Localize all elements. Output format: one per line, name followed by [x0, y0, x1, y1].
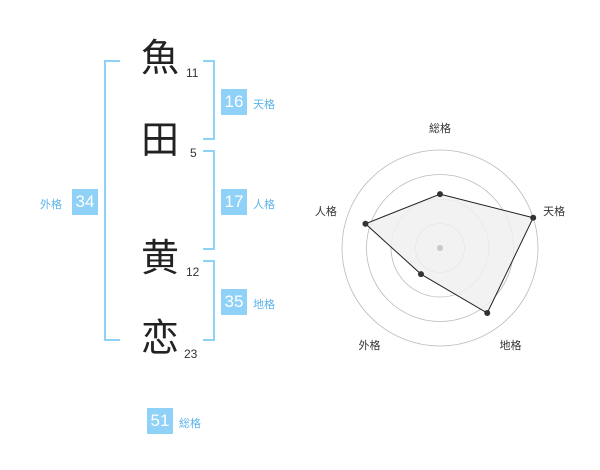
- chikaku-label: 地格: [253, 298, 275, 311]
- radar-axis-label: 天格: [543, 204, 565, 218]
- radar-axis-label: 外格: [358, 338, 380, 352]
- gaikaku-value: 34: [72, 189, 98, 215]
- radar-point-3: [484, 310, 491, 317]
- radar-point-2: [530, 214, 537, 221]
- gaikaku-label: 外格: [40, 198, 62, 211]
- stroke-count-2: 5: [190, 146, 197, 160]
- name-char-2: 田: [141, 118, 180, 162]
- radar-axis-label: 人格: [315, 204, 337, 218]
- tenkaku-value: 16: [221, 89, 247, 115]
- radar-axis-label: 総格: [429, 121, 451, 135]
- gaikaku-bracket: [104, 60, 120, 341]
- name-char-4: 恋: [141, 316, 180, 360]
- radar-point-5: [362, 220, 369, 227]
- name-char-3: 黄: [141, 236, 180, 280]
- stroke-count-1: 11: [186, 66, 199, 80]
- soukaku-label: 総格: [179, 417, 201, 430]
- tenkaku-label: 天格: [253, 98, 275, 111]
- stroke-count-3: 12: [186, 265, 200, 279]
- radar-center-dot: [437, 245, 443, 251]
- soukaku-value: 51: [147, 408, 173, 434]
- radar-grid-ring: [341, 149, 539, 347]
- chikaku-bracket: [203, 260, 215, 341]
- jinkaku-label: 人格: [253, 198, 275, 211]
- stroke-count-4: 23: [184, 347, 198, 361]
- chikaku-value: 35: [221, 289, 247, 315]
- jinkaku-bracket: [203, 150, 215, 250]
- tenkaku-bracket: [203, 60, 215, 140]
- name-char-1: 魚: [141, 36, 180, 80]
- radar-axis-label: 地格: [500, 338, 522, 352]
- radar-series-area: [364, 193, 534, 314]
- radar-point-4: [417, 271, 424, 278]
- radar-point-1: [437, 191, 443, 198]
- jinkaku-value: 17: [221, 189, 247, 215]
